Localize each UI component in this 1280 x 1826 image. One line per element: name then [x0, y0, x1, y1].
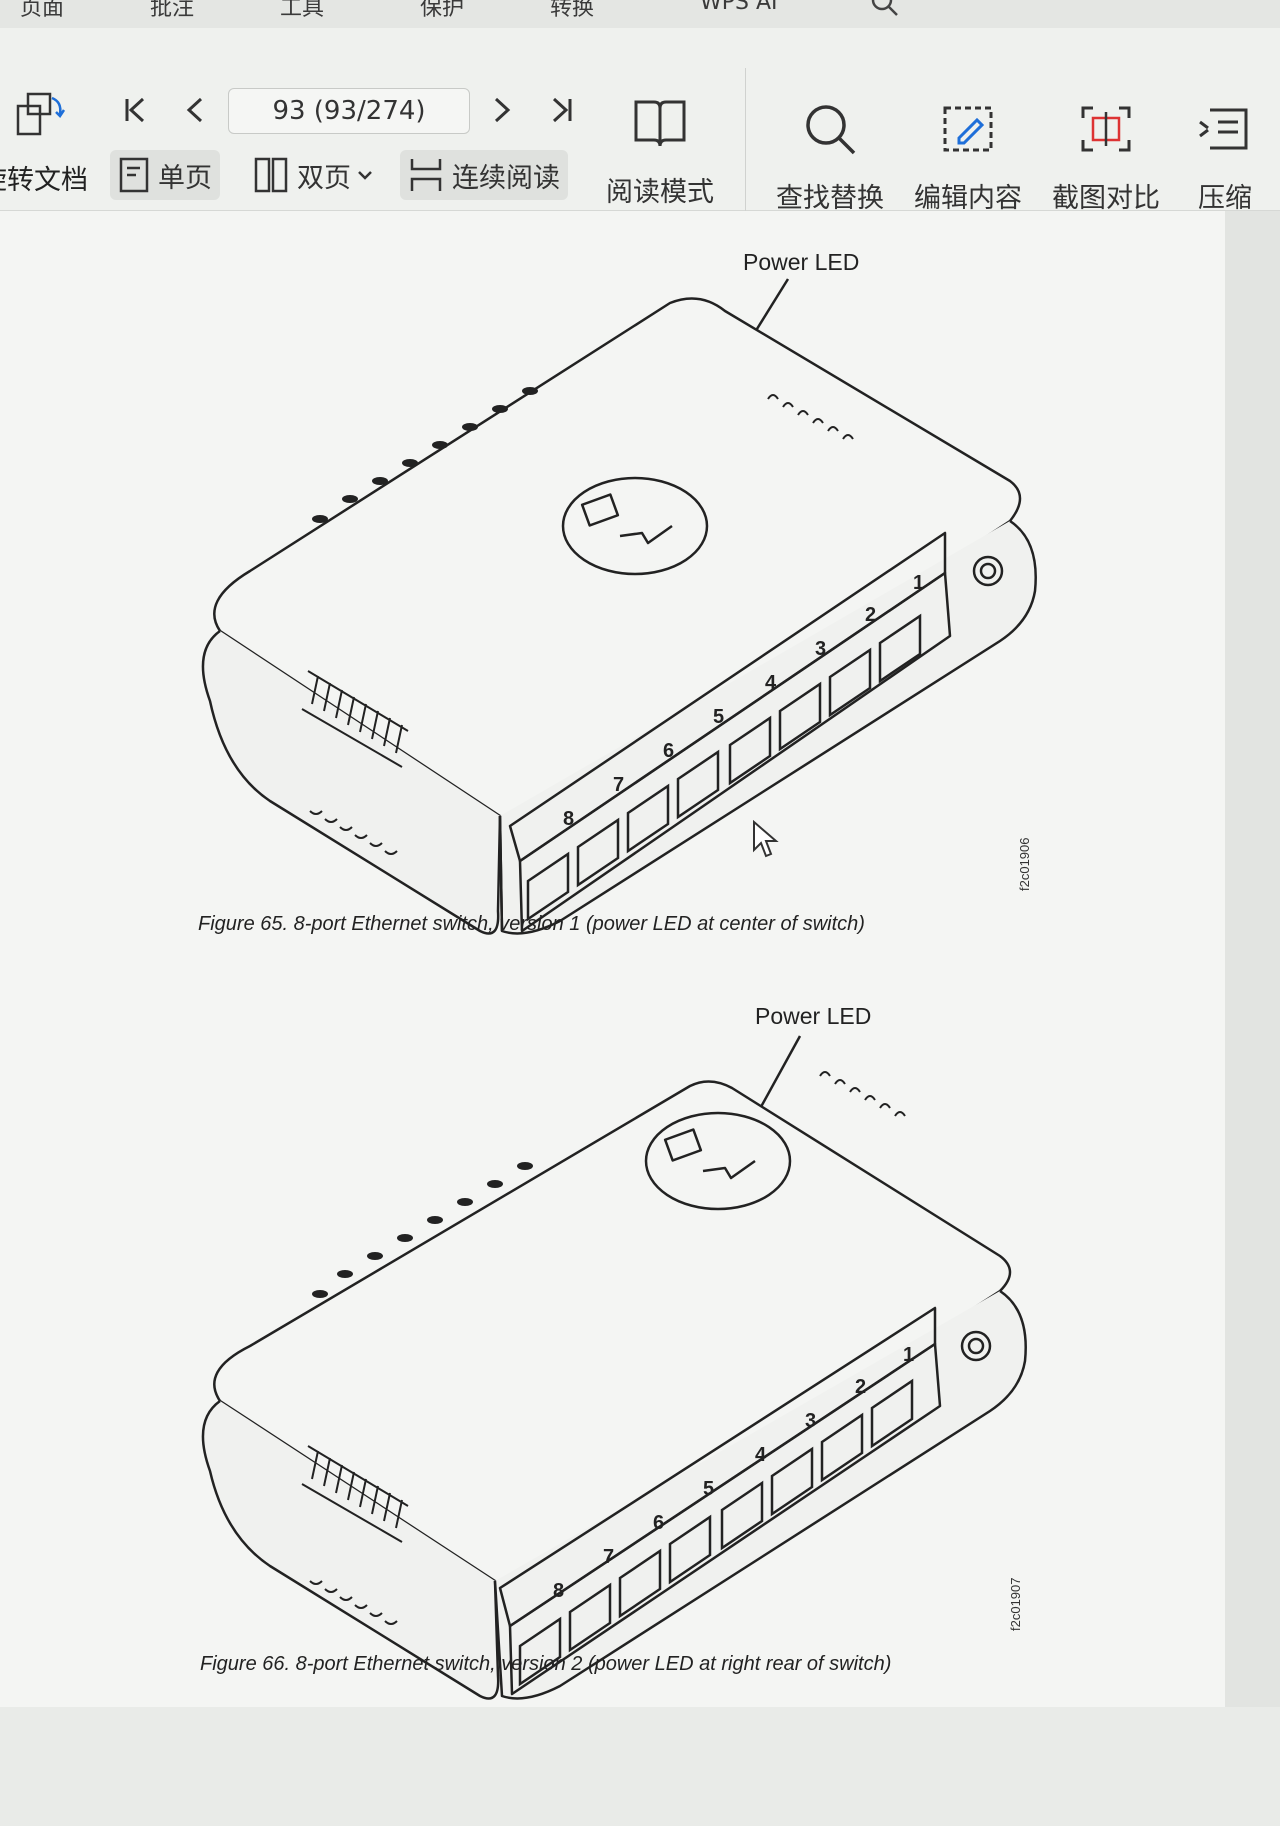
- figure1-power-led-label: Power LED: [743, 249, 860, 275]
- toolbar: 旋转文档 93 (93/274) 单页 双页 连续阅读 阅读模式 查找替换 编: [0, 28, 1280, 218]
- next-page-button[interactable]: [482, 90, 522, 130]
- figure2-port-number: 4: [755, 1444, 767, 1466]
- chevron-left-icon: [186, 97, 203, 123]
- toolbar-divider: [745, 68, 746, 218]
- rotate-document-label: 旋转文档: [0, 165, 88, 196]
- double-page-icon: [254, 157, 288, 193]
- menu-item-tools[interactable]: 工具: [280, 0, 325, 21]
- single-page-label: 单页: [158, 162, 212, 194]
- reading-mode-button[interactable]: 阅读模式: [595, 90, 725, 209]
- compress-button[interactable]: 压缩: [1170, 96, 1280, 215]
- single-page-icon: [119, 157, 149, 193]
- double-page-label: 双页: [297, 162, 351, 194]
- continuous-reading-label: 连续阅读: [452, 162, 560, 194]
- find-replace-label: 查找替换: [776, 183, 884, 214]
- figure1-port-number: 8: [563, 808, 574, 830]
- edit-icon: [943, 106, 993, 152]
- figure1-port-number: 3: [815, 638, 826, 660]
- figure1-port-number: 5: [713, 706, 724, 728]
- figure1-port-number: 4: [765, 672, 777, 694]
- find-replace-button[interactable]: 查找替换: [765, 96, 895, 215]
- search-icon: [806, 105, 856, 155]
- figure2-port-number: 3: [805, 1410, 816, 1432]
- double-page-button[interactable]: 双页: [245, 150, 389, 200]
- scrollbar[interactable]: [1225, 211, 1280, 1707]
- book-icon: [634, 100, 686, 147]
- screenshot-compare-button[interactable]: 截图对比: [1041, 96, 1171, 215]
- document-page: Power LED: [0, 211, 1225, 1707]
- single-page-button[interactable]: 单页: [110, 150, 220, 200]
- figure2-caption: Figure 66. 8-port Ethernet switch, versi…: [200, 1653, 892, 1675]
- mouse-cursor-icon: [753, 820, 779, 858]
- figure2-port-number: 1: [903, 1344, 914, 1366]
- last-page-button[interactable]: [542, 90, 582, 130]
- chevron-right-icon: [494, 97, 511, 123]
- prev-page-button[interactable]: [175, 90, 215, 130]
- menu-item-wps-ai[interactable]: WPS AI: [700, 0, 778, 15]
- figure1-port-number: 1: [913, 572, 924, 594]
- continuous-reading-icon: [410, 159, 442, 191]
- screenshot-compare-icon: [1081, 106, 1131, 152]
- search-icon[interactable]: [870, 0, 900, 24]
- menu-item-protect[interactable]: 保护: [420, 0, 465, 21]
- menu-item-convert[interactable]: 转换: [550, 0, 595, 21]
- figure2-power-led-label: Power LED: [755, 1003, 872, 1029]
- rotate-document-button[interactable]: 旋转文档: [0, 58, 100, 208]
- reading-mode-label: 阅读模式: [606, 177, 714, 208]
- edit-content-button[interactable]: 编辑内容: [903, 96, 1033, 215]
- figure1-switch-drawing: 1 2 3 4 5 6 7 8: [201, 278, 1037, 935]
- page-number-input[interactable]: 93 (93/274): [228, 88, 470, 134]
- figure2-port-number: 6: [653, 1512, 664, 1534]
- last-page-icon: [552, 97, 572, 123]
- figure1-caption: Figure 65. 8-port Ethernet switch, versi…: [198, 913, 865, 935]
- continuous-reading-button[interactable]: 连续阅读: [400, 150, 568, 200]
- first-page-icon: [125, 97, 145, 123]
- figure1-port-number: 7: [613, 774, 624, 796]
- figure1-port-number: 2: [865, 604, 876, 626]
- document-view[interactable]: Power LED: [0, 211, 1280, 1707]
- figure2-port-number: 2: [855, 1376, 866, 1398]
- figure2-switch-drawing: 1 2 3 4 5 6 7 8: [201, 1035, 1027, 1700]
- figure2-port-number: 8: [553, 1580, 564, 1602]
- first-page-button[interactable]: [115, 90, 155, 130]
- edit-content-label: 编辑内容: [914, 183, 1022, 214]
- menu-bar: 页面 批注 工具 保护 转换 WPS AI: [0, 0, 1280, 29]
- compress-icon: [1199, 108, 1248, 150]
- figure2-id: f2c01907: [1008, 1577, 1023, 1632]
- screenshot-compare-label: 截图对比: [1052, 183, 1160, 214]
- compress-label: 压缩: [1198, 183, 1252, 214]
- rotate-icon: [14, 88, 66, 144]
- menu-item-page[interactable]: 页面: [20, 0, 65, 21]
- chevron-down-icon: [358, 171, 372, 180]
- figure1-id: f2c01906: [1017, 837, 1032, 892]
- figure1-port-number: 6: [663, 740, 674, 762]
- menu-item-annotate[interactable]: 批注: [150, 0, 195, 21]
- figure2-port-number: 5: [703, 1478, 714, 1500]
- figure2-port-number: 7: [603, 1546, 614, 1568]
